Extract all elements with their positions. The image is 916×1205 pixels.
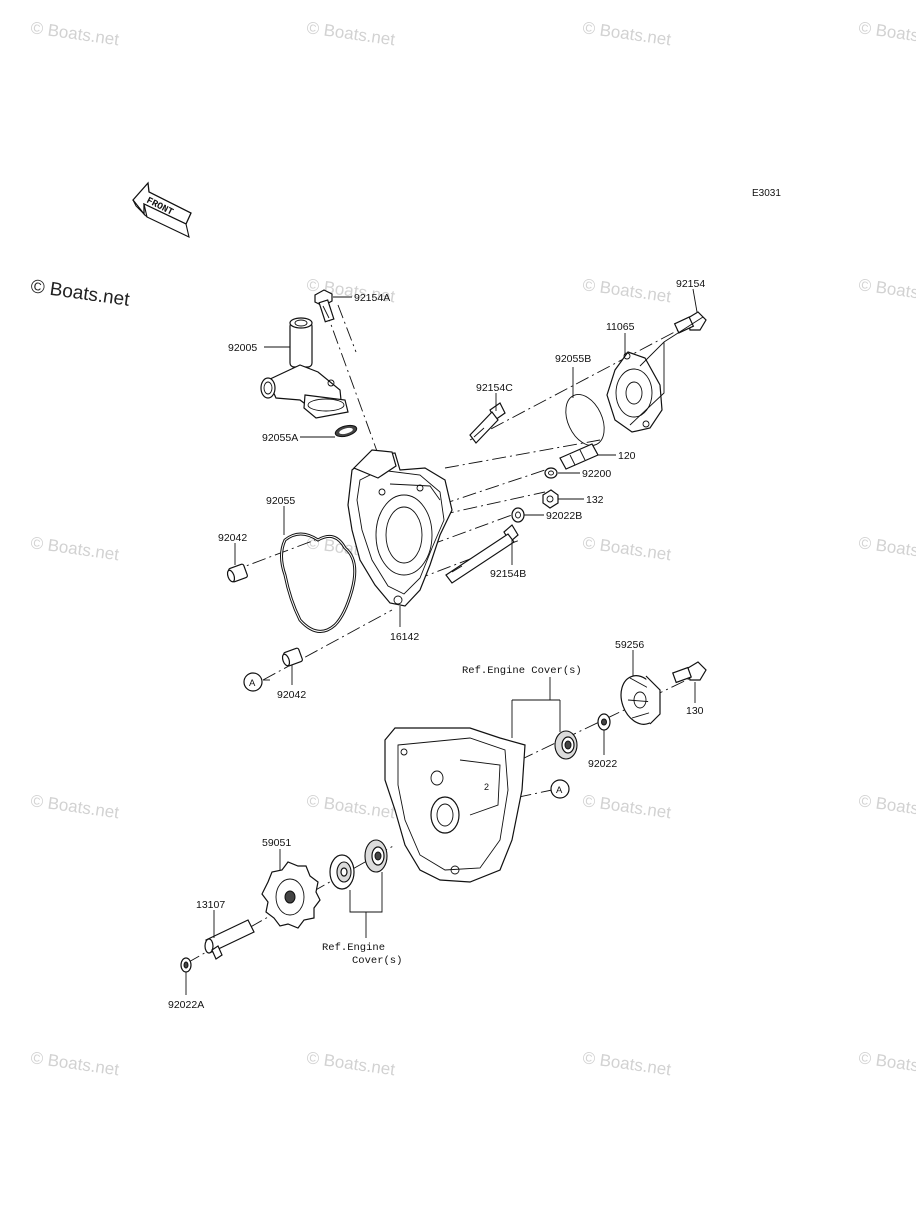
watermark: © Boats.net [857, 18, 916, 49]
watermark: © Boats.net [581, 1048, 672, 1079]
watermark: © Boats.net [29, 18, 120, 49]
label-130: 130 [686, 705, 704, 717]
front-arrow-icon: FRONT [132, 181, 192, 238]
label-92022: 92022 [588, 758, 617, 770]
impeller-59256 [620, 675, 661, 725]
reference-labels: Ref.Engine Cover(s) Ref.Engine Cover(s) [322, 665, 582, 967]
watermark: © Boats.net [305, 1048, 396, 1079]
watermark: © Boats.net [581, 791, 672, 822]
svg-text:A: A [556, 785, 563, 796]
watermark: © Boats.net [305, 791, 396, 822]
shaft-13107 [204, 919, 255, 960]
ref-engine-cover-bottom-line2: Cover(s) [352, 955, 402, 967]
watermark: © Boats.net [305, 18, 396, 49]
watermark: © Boats.net [581, 275, 672, 306]
bolt-130 [672, 661, 707, 684]
ref-engine-cover-bottom-line1: Ref.Engine [322, 942, 385, 954]
label-92022B: 92022B [546, 510, 582, 522]
watermark-main: © Boats.net [29, 276, 131, 311]
marker-a-left: A [243, 672, 263, 692]
pump-cover-16142 [347, 449, 453, 607]
bolt-92154 [673, 311, 707, 334]
watermark: © Boats.net [857, 533, 916, 564]
oring-92055B [565, 394, 605, 446]
ref-engine-cover-top: Ref.Engine Cover(s) [462, 665, 582, 677]
label-16142: 16142 [390, 631, 419, 643]
watermark: © Boats.net [857, 791, 916, 822]
label-11065: 11065 [606, 321, 635, 333]
part-labels: 92154A 92005 92055A 92154 11065 92055B 9… [168, 278, 705, 1011]
watermark: © Boats.net [29, 533, 120, 564]
label-92154B: 92154B [490, 568, 526, 580]
oring-92055A [334, 424, 358, 438]
watermark: © Boats.net [857, 1048, 916, 1079]
watermark: © Boats.net [29, 1048, 120, 1079]
stud-120 [559, 443, 599, 470]
label-92022A: 92022A [168, 999, 204, 1011]
label-59256: 59256 [615, 639, 644, 651]
label-92055B: 92055B [555, 353, 591, 365]
washer-92200 [544, 467, 558, 479]
label-13107: 13107 [196, 899, 225, 911]
seal-engine-cover-bottom [364, 839, 388, 873]
watermark: © Boats.net [581, 18, 672, 49]
label-59051: 59051 [262, 837, 291, 849]
washer-92022B [511, 507, 525, 523]
label-92154: 92154 [676, 278, 705, 290]
label-92154A: 92154A [354, 292, 390, 304]
dowel-92042-top [226, 563, 248, 583]
nut-132 [542, 489, 559, 509]
svg-text:2: 2 [484, 782, 489, 792]
label-92005: 92005 [228, 342, 257, 354]
watermark: © Boats.net [581, 533, 672, 564]
cover-11065 [606, 351, 663, 433]
bolt-92154A [314, 289, 335, 323]
label-92055A: 92055A [262, 432, 298, 444]
washer-92022A [180, 957, 192, 973]
dowel-92042-bottom [281, 647, 303, 667]
fitting-92005 [260, 317, 349, 419]
bolt-92154B [445, 524, 519, 584]
watermark: © Boats.net [857, 275, 916, 306]
diagram-code: E3031 [752, 188, 781, 199]
label-132: 132 [586, 494, 604, 506]
watermark: © Boats.net [29, 791, 120, 822]
label-120: 120 [618, 450, 636, 462]
watermark-layer: © Boats.net © Boats.net © Boats.net © Bo… [29, 18, 916, 1079]
label-92200: 92200 [582, 468, 611, 480]
label-92154C: 92154C [476, 382, 513, 394]
leader-lines [185, 288, 704, 995]
seal-engine-cover-top [554, 730, 578, 760]
label-92042-bottom: 92042 [277, 689, 306, 701]
label-92055: 92055 [266, 495, 295, 507]
washer-92022 [597, 713, 611, 731]
bearing-engine-cover-bottom [329, 854, 355, 890]
gear-59051 [261, 861, 321, 929]
svg-text:A: A [249, 678, 256, 689]
marker-a-right: A [550, 779, 570, 799]
engine-cover-reference: 2 [384, 727, 526, 883]
label-92042-top: 92042 [218, 532, 247, 544]
gasket-92055 [280, 532, 357, 633]
bolt-92154C [469, 402, 506, 444]
